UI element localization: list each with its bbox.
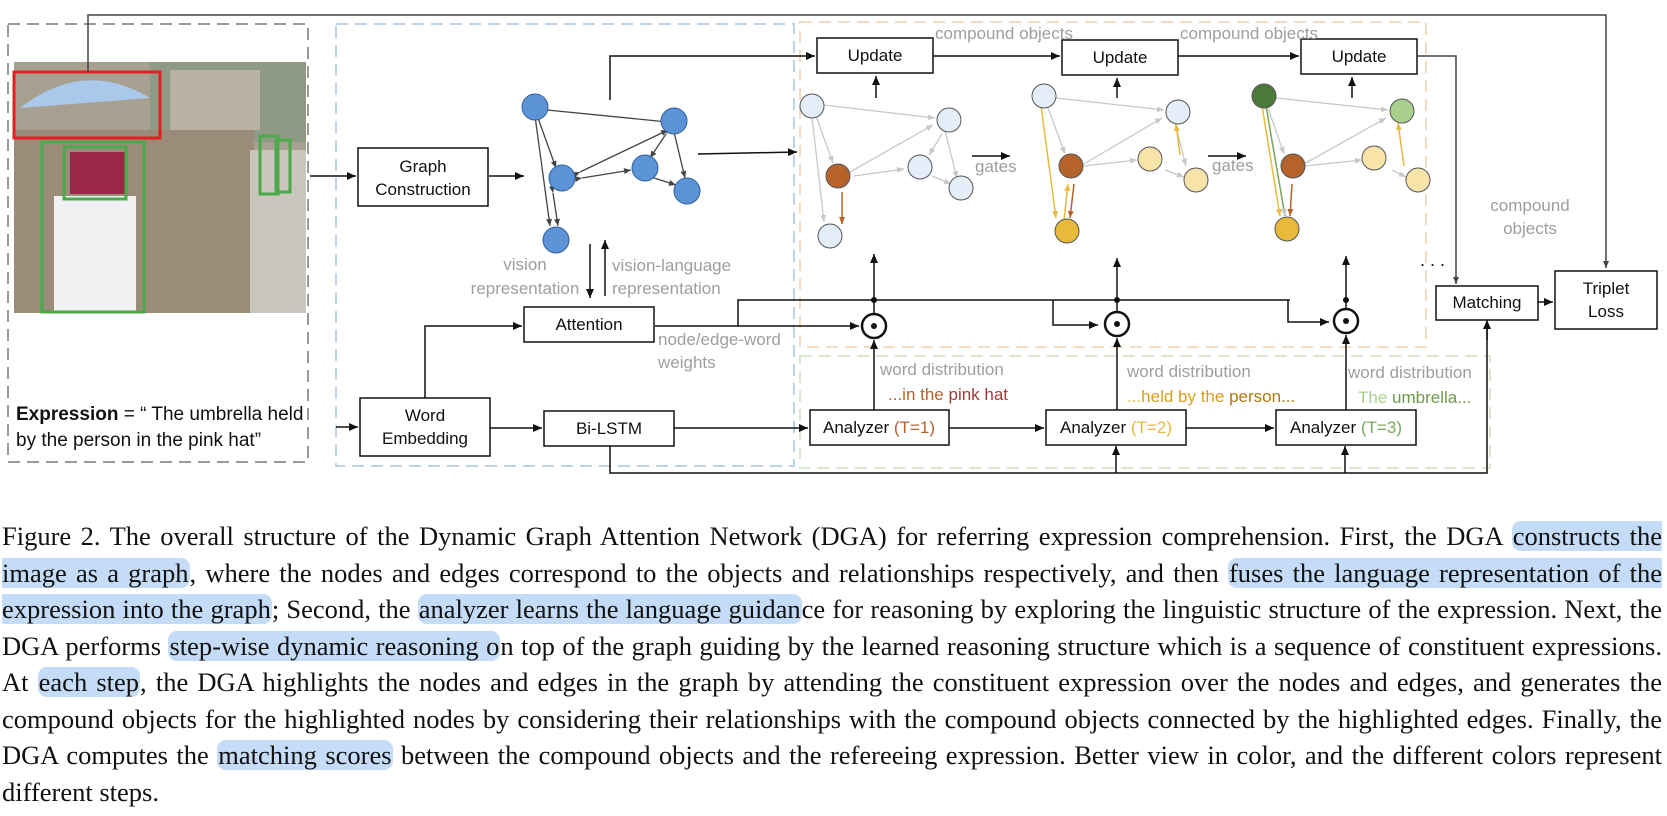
blue-graph	[531, 106, 687, 227]
attention-to-dots-line	[737, 299, 1290, 326]
update-box-3: Update	[1300, 38, 1418, 75]
vision-language-label-1: vision-language	[612, 256, 731, 275]
input-photo	[12, 62, 306, 314]
caption-text: ce for reasoning by exploring the lingui…	[2, 594, 1662, 661]
graph-node	[660, 107, 688, 135]
step3-graph	[1251, 83, 1431, 242]
graph-node	[548, 164, 576, 192]
graph-node	[673, 177, 701, 205]
svg-text:Analyzer (T=3): Analyzer (T=3)	[1290, 418, 1402, 437]
figure-caption: Figure 2. The overall structure of the D…	[2, 518, 1663, 810]
expression-keyword: Expression	[16, 404, 118, 425]
compound-objects-right-2: objects	[1503, 219, 1557, 238]
junction-dot	[1114, 297, 1120, 303]
red-box-to-triplet-arrow	[87, 14, 1609, 268]
word-embedding-box	[359, 397, 491, 457]
bilstm-bottom-line	[609, 324, 1488, 474]
language-graph-region	[335, 23, 795, 467]
graph-to-step1-arrow	[697, 148, 798, 157]
step2-graph	[1031, 83, 1209, 244]
phrase-step1: ...in the pink hat	[888, 385, 1008, 404]
architecture-figure: Expression = “ The umbrella held by the …	[7, 14, 1658, 474]
analyzer-box-3: Analyzer (T=3)	[1275, 409, 1417, 446]
matching-box	[1435, 285, 1539, 321]
matching-label: Matching	[1453, 293, 1522, 312]
node-edge-label-1: node/edge-word	[658, 330, 781, 349]
junction-dot	[871, 297, 877, 303]
bilstm-box	[543, 410, 675, 447]
graph-node	[521, 93, 549, 121]
dot-operator-3	[1332, 307, 1360, 335]
node-edge-label-2: weights	[657, 353, 716, 372]
svg-text:Update: Update	[848, 46, 903, 65]
highlight-stepwise-reasoning: step-wise dynamic reasoning o	[168, 630, 501, 661]
expression-line2: by the person in the pink hat”	[16, 430, 261, 451]
analyzer-box-1: Analyzer (T=1)	[809, 409, 950, 446]
attention-label: Attention	[555, 315, 622, 334]
svg-text:Update: Update	[1093, 48, 1148, 67]
analyzer-box-2: Analyzer (T=2)	[1045, 409, 1187, 446]
caption-text: ; Second, the	[271, 594, 418, 624]
graph-node	[631, 154, 659, 182]
caption-text: between the compound objects and the ref…	[2, 740, 1662, 807]
vision-label-2: representation	[471, 279, 580, 298]
graph-construction-box	[357, 147, 489, 207]
word-distribution-label-2: word distribution	[1126, 362, 1251, 381]
svg-text:Update: Update	[1332, 47, 1387, 66]
phrase-step2: ...held by the person...	[1127, 387, 1295, 406]
gates-label-2: gates	[1212, 156, 1254, 175]
triplet-loss-box	[1554, 270, 1658, 330]
graph-construction-label-2: Construction	[375, 180, 470, 199]
junction-dot	[1343, 297, 1349, 303]
figure-label: Figure 2.	[2, 521, 101, 551]
svg-text:Analyzer (T=1): Analyzer (T=1)	[823, 418, 935, 437]
triplet-label-2: Loss	[1588, 302, 1624, 321]
highlight-each-step: each step	[37, 667, 141, 697]
graph-construction-label-1: Graph	[399, 157, 446, 176]
expression-text: Expression = “ The umbrella held	[16, 404, 303, 425]
caption-text: The overall structure of the Dynamic Gra…	[100, 521, 1512, 551]
graph-to-update1-arrow	[609, 52, 815, 100]
graph-node	[542, 226, 570, 254]
highlight-analyzer: analyzer learns the language guidan	[417, 594, 802, 624]
phrase-step3: The umbrella...	[1358, 388, 1471, 407]
caption-text: n top of the graph guiding by the learne…	[2, 630, 1662, 698]
compound-objects-label-2: compound objects	[1180, 24, 1318, 43]
word-embedding-label-1: Word	[405, 406, 445, 425]
word-embedding-label-2: Embedding	[382, 429, 468, 448]
word-distribution-label-1: word distribution	[879, 360, 1004, 379]
dot-operator-2	[1103, 310, 1131, 338]
analyzer-region	[799, 355, 1491, 469]
update3-to-matching-arrow	[1417, 55, 1459, 284]
word-distribution-label-3: word distribution	[1347, 363, 1472, 382]
expression-line1: = “ The umbrella held	[118, 404, 303, 425]
dot-operator-1	[860, 312, 888, 340]
attention-to-dot2-arrow	[1052, 300, 1098, 329]
compound-objects-label-1: compound objects	[935, 24, 1073, 43]
vision-label-1: vision	[503, 255, 546, 274]
compound-objects-right-1: compound	[1490, 196, 1569, 215]
caption-text: , the DGA highlights the nodes and edges…	[2, 667, 1662, 770]
step1-graph	[799, 93, 974, 249]
update-box-1: Update	[816, 37, 934, 74]
ellipsis-label: . . .	[1420, 250, 1445, 270]
input-region	[7, 23, 309, 463]
gates-label-1: gates	[975, 157, 1017, 176]
embedding-to-attention-arrow	[424, 322, 522, 398]
svg-text:Analyzer (T=2): Analyzer (T=2)	[1060, 418, 1172, 437]
update-box-2: Update	[1061, 39, 1179, 76]
attention-box	[523, 306, 655, 343]
attention-to-dot3-arrow	[1287, 300, 1329, 326]
bilstm-label: Bi-LSTM	[576, 419, 642, 438]
caption-text: , where the nodes and edges correspond t…	[189, 557, 1228, 588]
vision-language-label-2: representation	[612, 279, 721, 298]
triplet-label-1: Triplet	[1583, 279, 1630, 298]
highlight-matching-scores: matching scores	[217, 740, 393, 770]
